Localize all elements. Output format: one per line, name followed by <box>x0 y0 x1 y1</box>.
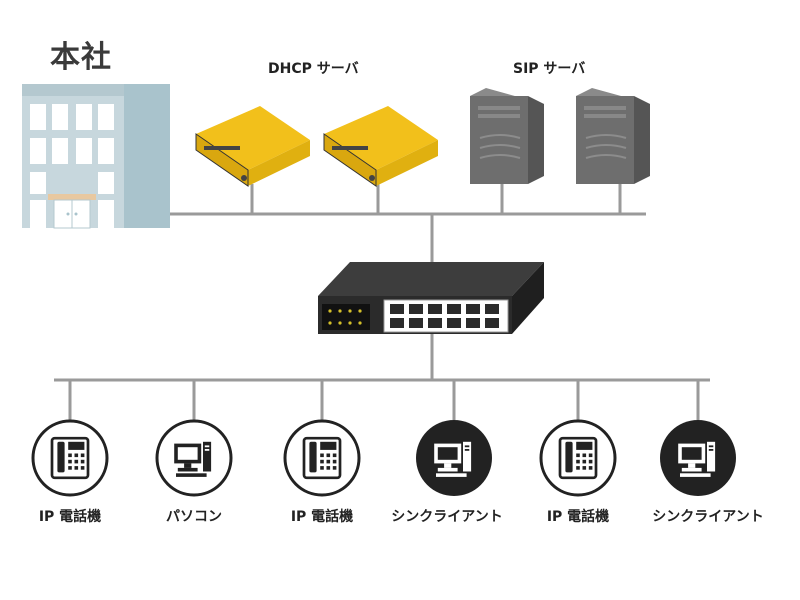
device-label: シンクライアント <box>391 509 503 525</box>
device-label: パソコン <box>166 509 222 525</box>
ip-phone-icon <box>283 419 361 497</box>
device-label: シンクライアント <box>652 509 764 525</box>
device-label: IP 電話機 <box>38 509 102 525</box>
sip-server-icon <box>470 88 544 184</box>
headquarters-title: 本社 <box>50 40 112 75</box>
device-label: IP 電話機 <box>546 509 610 525</box>
dhcp-server-icon <box>195 106 310 187</box>
sip-server-icon <box>576 88 650 184</box>
pc-icon <box>155 419 233 497</box>
headquarters-building-icon <box>22 84 170 229</box>
thin-client-icon <box>416 420 492 496</box>
thin-client-icon <box>660 420 736 496</box>
ip-phone-icon <box>539 419 617 497</box>
backbone-line-top <box>170 184 646 262</box>
backbone-line-bottom <box>54 334 710 420</box>
dhcp-server-icon <box>323 106 438 187</box>
sip-server-label: SIP サーバ <box>513 61 586 77</box>
network-switch-icon <box>318 262 544 334</box>
device-label: IP 電話機 <box>290 509 354 525</box>
dhcp-server-label: DHCP サーバ <box>268 61 359 77</box>
ip-phone-icon <box>31 419 109 497</box>
